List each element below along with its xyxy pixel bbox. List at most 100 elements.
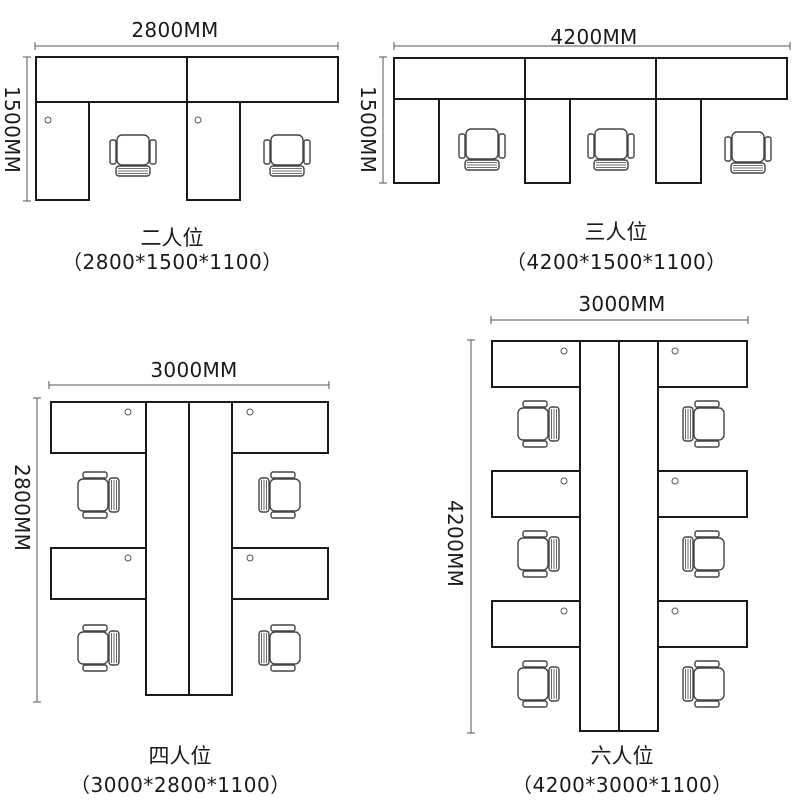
- chair-armrest: [694, 400, 720, 408]
- chair-seat: [731, 131, 765, 163]
- chair-armrest: [82, 664, 108, 672]
- six-seat-desk-left-1: [491, 340, 581, 388]
- two-seat-spec: （2800*1500*1100）: [62, 250, 283, 274]
- chair-armrest: [458, 133, 466, 159]
- chair-armrest: [270, 664, 296, 672]
- four-seat-width-dimension: [48, 381, 330, 389]
- six-seat-width-dimension: [490, 316, 749, 324]
- office-chair-icon: [682, 660, 725, 708]
- four-seat-depth-dimension: [33, 397, 41, 703]
- chair-seat: [77, 478, 109, 512]
- chair-armrest: [270, 471, 296, 479]
- six-seat-desk-right-1: [657, 340, 748, 388]
- six-seat-desk-right-2: [657, 470, 748, 518]
- office-chair-icon: [517, 530, 560, 578]
- chair-seat: [269, 631, 301, 665]
- chair-armrest: [270, 511, 296, 519]
- chair-seat: [270, 134, 304, 166]
- two-seat-return-left: [35, 101, 90, 201]
- grommet-hole: [246, 408, 254, 416]
- chair-armrest: [694, 440, 720, 448]
- three-seat-width-label: 4200MM: [550, 25, 638, 49]
- three-seat-spec: （4200*1500*1100）: [506, 250, 727, 274]
- six-seat-spec: （4200*3000*1100）: [512, 773, 733, 797]
- office-chair-icon: [682, 530, 725, 578]
- six-seat-width-label: 3000MM: [578, 292, 666, 316]
- grommet-hole: [560, 477, 568, 485]
- office-chair-icon: [77, 624, 120, 672]
- chair-armrest: [627, 133, 635, 159]
- six-seat-desk-right-3: [657, 600, 748, 648]
- six-seat-desk-left-2: [491, 470, 581, 518]
- chair-armrest: [270, 624, 296, 632]
- chair-armrest: [694, 530, 720, 538]
- three-seat-return-1: [393, 98, 440, 184]
- grommet-hole: [194, 116, 202, 124]
- six-seat-desk-left-3: [491, 600, 581, 648]
- four-seat-desk-bottom-left: [50, 547, 147, 600]
- grommet-hole: [124, 408, 132, 416]
- office-chair-icon: [458, 128, 506, 171]
- six-seat-depth-label: 4200MM: [443, 500, 467, 588]
- office-chair-icon: [258, 471, 301, 519]
- grommet-hole: [560, 607, 568, 615]
- six-seat-depth-dimension: [467, 339, 475, 734]
- office-chair-icon: [682, 400, 725, 448]
- two-seat-return-right: [186, 101, 241, 201]
- two-seat-desk-top-right: [186, 56, 339, 103]
- three-seat-desk-top-1: [393, 57, 526, 100]
- office-chair-icon: [724, 131, 772, 174]
- chair-armrest: [522, 700, 548, 708]
- three-seat-depth-dimension: [379, 56, 387, 184]
- chair-seat: [116, 134, 150, 166]
- four-seat-width-label: 3000MM: [150, 358, 238, 382]
- office-chair-icon: [517, 660, 560, 708]
- chair-seat: [517, 537, 549, 571]
- four-seat-center-panel-right: [188, 401, 233, 696]
- chair-armrest: [694, 570, 720, 578]
- chair-seat: [693, 407, 725, 441]
- two-seat-width-label: 2800MM: [131, 18, 219, 42]
- chair-armrest: [522, 570, 548, 578]
- office-chair-icon: [587, 128, 635, 171]
- grommet-hole: [671, 477, 679, 485]
- chair-armrest: [522, 530, 548, 538]
- three-seat-title: 三人位: [584, 220, 648, 244]
- four-seat-desk-top-right: [231, 401, 329, 454]
- chair-armrest: [694, 700, 720, 708]
- chair-armrest: [303, 139, 311, 165]
- four-seat-desk-top-left: [50, 401, 147, 454]
- grommet-hole: [560, 347, 568, 355]
- chair-seat: [77, 631, 109, 665]
- office-chair-icon: [109, 134, 157, 177]
- chair-armrest: [82, 471, 108, 479]
- office-chair-icon: [517, 400, 560, 448]
- chair-armrest: [498, 133, 506, 159]
- chair-armrest: [694, 660, 720, 668]
- chair-seat: [465, 128, 499, 160]
- three-seat-depth-label: 1500MM: [356, 86, 380, 174]
- chair-seat: [594, 128, 628, 160]
- grommet-hole: [124, 554, 132, 562]
- chair-armrest: [82, 511, 108, 519]
- six-seat-center-panel-left: [579, 340, 620, 732]
- six-seat-title: 六人位: [590, 744, 654, 768]
- grommet-hole: [44, 116, 52, 124]
- chair-armrest: [587, 133, 595, 159]
- grommet-hole: [671, 347, 679, 355]
- chair-seat: [693, 667, 725, 701]
- three-seat-width-dimension: [393, 42, 791, 50]
- two-seat-title: 二人位: [140, 226, 204, 250]
- two-seat-depth-dimension: [23, 56, 31, 202]
- grommet-hole: [246, 554, 254, 562]
- chair-seat: [517, 667, 549, 701]
- chair-armrest: [522, 400, 548, 408]
- four-seat-desk-bottom-right: [231, 547, 329, 600]
- six-seat-center-panel-right: [618, 340, 659, 732]
- chair-armrest: [724, 136, 732, 162]
- four-seat-spec: （3000*2800*1100）: [70, 773, 291, 797]
- four-seat-title: 四人位: [148, 744, 212, 768]
- office-chair-icon: [77, 471, 120, 519]
